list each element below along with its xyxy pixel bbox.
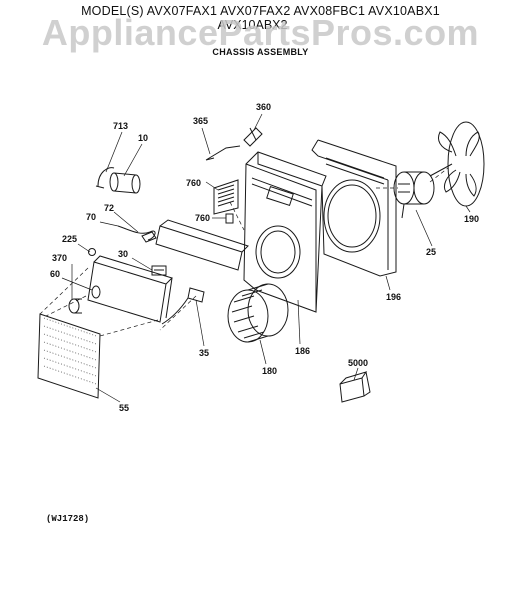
part-number-60: 60 bbox=[50, 269, 60, 279]
leader-lines bbox=[61, 113, 471, 403]
part-180-blower-wheel bbox=[227, 283, 289, 343]
part-760-switch bbox=[225, 213, 234, 224]
part-number-196: 196 bbox=[386, 292, 401, 302]
part-number-713: 713 bbox=[113, 121, 128, 131]
part-number-35: 35 bbox=[199, 348, 209, 358]
dashed-assembly-lines bbox=[39, 167, 449, 337]
part-number-190: 190 bbox=[464, 214, 479, 224]
part-number-labels: 713 10 365 360 760 760 72 70 225 30 370 … bbox=[50, 102, 479, 413]
part-55-panel bbox=[37, 313, 101, 399]
part-225-knob bbox=[88, 248, 96, 256]
part-number-360: 360 bbox=[256, 102, 271, 112]
reference-code: (WJ1728) bbox=[46, 514, 90, 524]
part-number-370: 370 bbox=[52, 253, 67, 263]
diagram-title: CHASSIS ASSEMBLY bbox=[212, 47, 309, 57]
part-365-wire bbox=[205, 145, 241, 161]
part-control-panel bbox=[87, 255, 173, 323]
part-190-fan bbox=[429, 121, 485, 207]
watermark: AppliancePartsPros.com bbox=[41, 12, 480, 53]
part-number-5000: 5000 bbox=[348, 358, 368, 368]
part-360-bracket bbox=[243, 127, 263, 147]
part-72-cord-clip bbox=[141, 231, 157, 243]
part-number-70: 70 bbox=[86, 212, 96, 222]
part-number-365: 365 bbox=[193, 116, 208, 126]
part-760-grille bbox=[213, 179, 239, 215]
model-list: MODEL(S) AVX07FAX1 AVX07FAX2 AVX08FBC1 A… bbox=[81, 4, 440, 18]
part-number-72: 72 bbox=[104, 203, 114, 213]
model-list-continued: AVX10ABX2 bbox=[217, 18, 288, 32]
part-number-760-a: 760 bbox=[186, 178, 201, 188]
part-number-55: 55 bbox=[119, 403, 129, 413]
part-70-cord bbox=[117, 225, 156, 241]
part-number-10: 10 bbox=[138, 133, 148, 143]
part-number-186: 186 bbox=[295, 346, 310, 356]
part-25-motor bbox=[393, 171, 435, 219]
part-60-knob bbox=[91, 285, 101, 299]
part-35-thermostat bbox=[161, 287, 205, 325]
part-number-760-b: 760 bbox=[195, 213, 210, 223]
part-number-180: 180 bbox=[262, 366, 277, 376]
part-number-30: 30 bbox=[118, 249, 128, 259]
part-370-knob bbox=[68, 298, 82, 314]
part-186-chassis bbox=[243, 151, 327, 313]
part-713-clamp bbox=[95, 167, 115, 189]
part-number-225: 225 bbox=[62, 234, 77, 244]
part-number-25: 25 bbox=[426, 247, 436, 257]
part-base-tray bbox=[155, 219, 249, 271]
part-30-switch bbox=[151, 265, 167, 276]
part-196-housing bbox=[311, 139, 397, 277]
part-10-capacitor bbox=[109, 172, 141, 194]
